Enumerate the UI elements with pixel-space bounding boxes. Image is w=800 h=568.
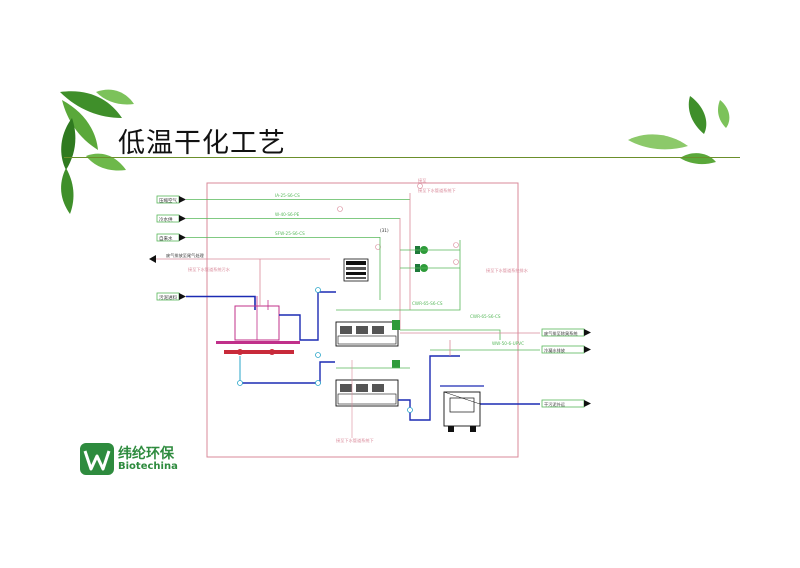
- instrument-2: [417, 183, 423, 189]
- w-leaf-logo-icon: [80, 443, 114, 475]
- instrument-5: [375, 244, 381, 250]
- feed-pipe-upper: [279, 291, 336, 341]
- logo-english-name: Biotechina: [118, 461, 178, 472]
- sludge-tank-icon: [216, 259, 300, 355]
- valve-2: [315, 287, 321, 293]
- left-outlet-arrow: [149, 255, 330, 263]
- sludge-feed-arrow: [156, 292, 186, 301]
- right-note: 接至下水管道系统排水: [486, 267, 529, 274]
- return-loop: [410, 300, 461, 311]
- chiller-unit-icon: [343, 258, 369, 282]
- output-label-3: 干污泥外运: [544, 401, 566, 408]
- left-note: 接至下水管道系统污水: [188, 266, 231, 273]
- valve-4: [315, 380, 321, 386]
- circulation-pumps-icon: [400, 240, 461, 300]
- valve-3: [315, 352, 321, 358]
- output-arrow-2: [430, 345, 591, 354]
- instrument-1: [337, 206, 343, 212]
- output-label-2: 冷凝水排放: [544, 347, 566, 354]
- instrument-4: [453, 259, 459, 265]
- valve-1: [237, 380, 243, 386]
- feed-pipe-lower: [240, 361, 335, 384]
- output-arrow-3: [480, 399, 591, 408]
- dry-sludge-pipe: [398, 355, 460, 421]
- instrument-3: [453, 242, 459, 248]
- line-tag-1: IA-25-S6-CS: [275, 193, 300, 198]
- cw-loop: [400, 329, 501, 340]
- title-divider: [64, 157, 740, 158]
- input-label-1: 压缩空气: [159, 197, 177, 204]
- output-label-1: 废气排至除臭系统: [544, 330, 578, 337]
- leaf-cluster-top-right-icon: [628, 96, 730, 165]
- line-tag-5: CWR-65-S6-CS: [470, 314, 501, 319]
- left-outlet-label: 废气排放至尾气处理: [166, 252, 205, 259]
- line-tag-2: W-40-S6-PE: [275, 212, 300, 217]
- logo-chinese-name: 纬纶环保: [118, 446, 174, 462]
- slide-title: 低温干化工艺: [118, 128, 286, 159]
- dryer-unit-upper-icon: [335, 309, 410, 347]
- pump-tag: (31): [380, 228, 389, 233]
- top-note-2: 接至下水管道系统下: [418, 187, 456, 194]
- input-label-2: 冷水供: [159, 216, 173, 223]
- input-arrow-1: [156, 195, 186, 204]
- dryer-unit-lower-icon: [335, 360, 410, 407]
- input-arrow-2: [156, 214, 186, 223]
- sludge-feed-label: 污泥进料: [159, 294, 177, 301]
- bottom-note: 接至下水管道系统下: [336, 437, 374, 444]
- sludge-feed-pipe: [186, 295, 256, 310]
- input-label-3: 自来水: [159, 235, 173, 242]
- valve-5: [407, 407, 413, 413]
- input-arrow-3: [156, 233, 186, 242]
- line-tag-4: CWR-65-S6-CS: [412, 301, 443, 306]
- line-tag-3: SFW-25-S6-CS: [275, 231, 305, 236]
- line-tag-6: WW-50-6-UPVC: [492, 341, 524, 346]
- top-note: 接至: [418, 177, 426, 184]
- system-boundary: [206, 182, 519, 458]
- dry-sludge-hopper-icon: [440, 385, 484, 432]
- output-arrow-1: [400, 328, 591, 337]
